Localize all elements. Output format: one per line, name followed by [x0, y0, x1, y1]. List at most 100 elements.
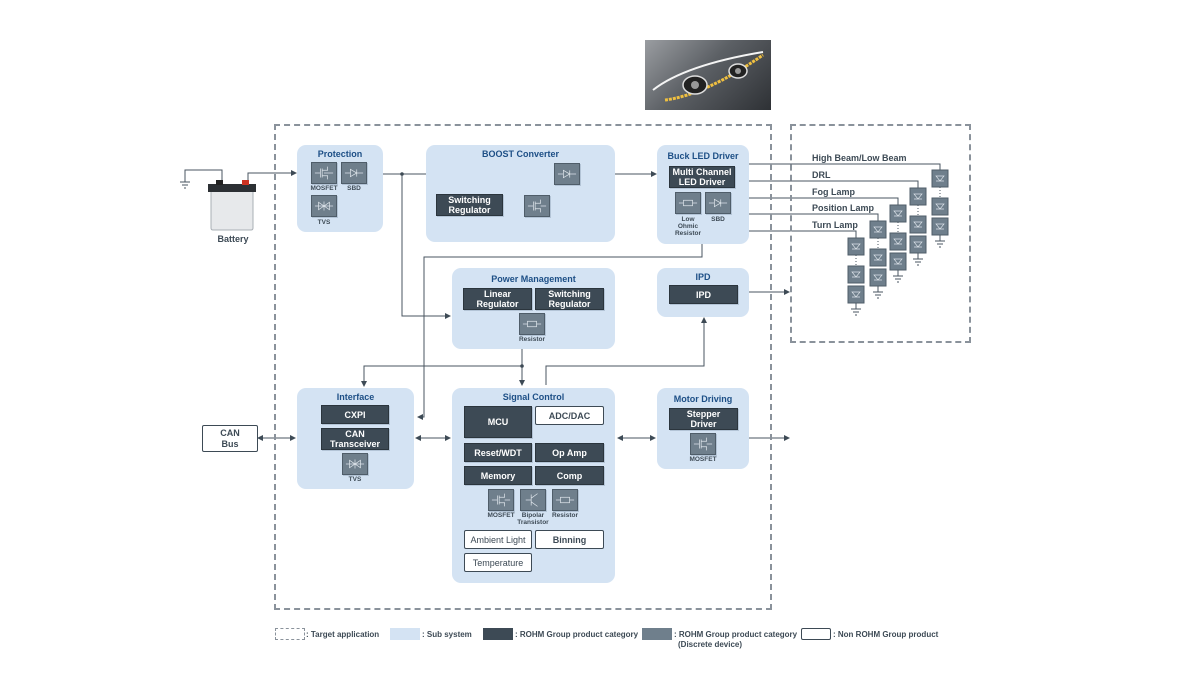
res-line1: Low — [681, 216, 695, 223]
binning-chip: Binning — [535, 530, 604, 549]
led-icon — [909, 215, 927, 234]
adc-dac-chip: ADC/DAC — [535, 406, 604, 425]
led-icon — [931, 197, 949, 216]
can-bus-label-1: CAN — [220, 427, 240, 438]
sw-line1: Switching — [548, 289, 591, 299]
motor-mosfet-icon — [690, 433, 716, 455]
can-bus-label-2: Bus — [221, 438, 239, 449]
ipd-chip: IPD — [669, 285, 738, 304]
boost-chip-line2: Regulator — [448, 205, 491, 215]
res-line2: Ohmic — [677, 223, 699, 230]
interface-title: Interface — [336, 392, 375, 402]
can-t-line1: CAN — [345, 429, 365, 439]
lamp-label-fog: Fog Lamp — [812, 187, 855, 197]
boost-chip-line1: Switching — [448, 195, 491, 205]
power-resistor-label: Resistor — [518, 336, 545, 343]
tvs-icon — [311, 195, 337, 217]
lin-line2: Regulator — [476, 299, 519, 309]
battery-label: Battery — [217, 234, 249, 244]
led-icon — [869, 248, 887, 267]
temperature-chip: Temperature — [464, 553, 532, 572]
sw-line2: Regulator — [548, 299, 591, 309]
legend-target-swatch — [275, 628, 305, 640]
ambient-light-chip: Ambient Light — [464, 530, 532, 549]
stepper-line2: Driver — [690, 419, 717, 429]
buck-sbd-icon — [705, 192, 731, 214]
legend-non-rohm-swatch — [801, 628, 831, 640]
res-line3: Resistor — [674, 230, 701, 237]
signal-resistor-icon — [552, 489, 578, 511]
legend-rohm-label: : ROHM Group product category — [515, 630, 639, 639]
motor-mosfet-label: MOSFET — [689, 456, 717, 463]
led-icon — [847, 265, 865, 284]
motor-title: Motor Driving — [673, 394, 733, 404]
power-resistor-icon — [519, 313, 545, 335]
sbd-icon — [341, 162, 367, 184]
discrete-line1: : ROHM Group product category — [674, 630, 798, 639]
protection-sbd-label: SBD — [347, 185, 361, 192]
bjt-line2: Transistor — [517, 519, 549, 526]
lamp-label-turn: Turn Lamp — [812, 220, 858, 230]
mosfet-icon — [311, 162, 337, 184]
battery-icon — [208, 180, 258, 232]
signal-resistor-label: Resistor — [551, 512, 578, 519]
legend-subsystem-swatch — [390, 628, 420, 640]
signal-title: Signal Control — [502, 392, 565, 402]
target-application-lamps — [790, 124, 971, 343]
ground-icon — [935, 235, 945, 248]
legend-rohm-swatch — [483, 628, 513, 640]
cxpi-chip: CXPI — [321, 405, 389, 424]
lamp-label-high-low-beam: High Beam/Low Beam — [812, 153, 907, 163]
interface-tvs-icon — [342, 453, 368, 475]
led-string-2 — [889, 204, 907, 283]
led-string-1 — [909, 187, 927, 266]
comp-chip: Comp — [535, 466, 604, 485]
power-title: Power Management — [491, 274, 576, 284]
reset-wdt-chip: Reset/WDT — [464, 443, 532, 462]
boost-converter-block: BOOST Converter — [426, 145, 615, 242]
buck-chip-line2: LED Driver — [678, 177, 726, 187]
led-icon — [889, 232, 907, 251]
bipolar-transistor-icon — [520, 489, 546, 511]
led-strings — [847, 169, 949, 316]
protection-block: Protection MOSFET SBD TVS — [297, 145, 383, 232]
legend-discrete-swatch — [642, 628, 672, 640]
can-t-line2: Transceiver — [329, 439, 381, 449]
signal-mosfet-label: MOSFET — [487, 512, 515, 519]
led-string-0 — [931, 169, 949, 248]
legend-discrete-label: : ROHM Group product category (Discrete … — [674, 630, 797, 650]
protection-mosfet-label: MOSFET — [310, 185, 338, 192]
lamp-label-position: Position Lamp — [812, 203, 875, 213]
ipd-title: IPD — [695, 272, 711, 282]
led-string-4 — [847, 237, 865, 316]
lamp-label-drl: DRL — [812, 170, 831, 180]
buck-title: Buck LED Driver — [667, 151, 739, 161]
car-headlight-photo — [645, 40, 771, 110]
legend-target-label: : Target application — [306, 630, 380, 639]
memory-chip: Memory — [464, 466, 532, 485]
boost-mosfet-icon — [524, 195, 550, 217]
battery-to-protection — [247, 170, 297, 180]
ground-icon — [873, 286, 883, 299]
mcu-chip: MCU — [464, 406, 532, 438]
ground-icon — [913, 253, 923, 266]
buck-chip-line1: Multi Channel — [672, 167, 732, 177]
protection-tvs-label: TVS — [317, 219, 331, 226]
ground-icon — [893, 270, 903, 283]
target-application-main — [274, 124, 772, 610]
interface-tvs-label: TVS — [348, 476, 362, 483]
boost-title: BOOST Converter — [481, 149, 559, 159]
low-ohmic-resistor-icon — [675, 192, 701, 214]
